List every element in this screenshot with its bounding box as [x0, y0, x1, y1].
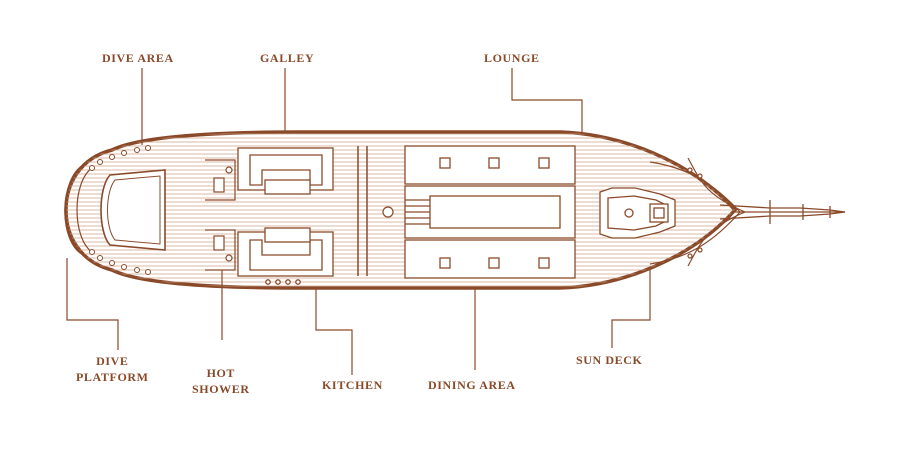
label-galley: GALLEY [260, 50, 314, 66]
label-dive-area: DIVE AREA [102, 50, 174, 66]
bowsprit [719, 200, 846, 224]
label-dive-platform: DIVE PLATFORM [76, 353, 149, 385]
stern-rail [64, 164, 85, 256]
hot-shower-lower [205, 229, 236, 271]
mast-divider [357, 146, 368, 276]
label-kitchen-text: KITCHEN [322, 378, 383, 392]
sun-deck-block [599, 187, 676, 239]
label-dive-platform-line2: PLATFORM [76, 370, 149, 384]
leader-dive-platform [66, 258, 119, 350]
label-sun-deck: SUN DECK [576, 352, 642, 368]
hot-shower-upper [205, 159, 236, 201]
mast-base [382, 206, 394, 218]
leader-kitchen [315, 288, 353, 375]
label-sun-deck-text: SUN DECK [576, 353, 643, 367]
lounge-block [404, 145, 576, 185]
stern-rail-inner [76, 167, 93, 253]
label-galley-text: GALLEY [260, 51, 315, 65]
dining-area-block [404, 239, 576, 279]
label-hot-shower-line2: SHOWER [192, 382, 250, 396]
label-kitchen: KITCHEN [322, 377, 383, 393]
label-dining-area-text: DINING AREA [428, 378, 516, 392]
dive-platform-shape-inner [107, 175, 161, 245]
galley-block [237, 147, 334, 195]
leader-lines [66, 68, 651, 375]
label-dive-area-text: DIVE AREA [102, 51, 174, 65]
dive-platform-shape [100, 169, 166, 251]
railing-dots [89, 145, 151, 275]
bow-rigging [649, 157, 746, 267]
label-lounge: LOUNGE [484, 50, 540, 66]
label-dining-area: DINING AREA [428, 377, 516, 393]
dining-table [404, 185, 576, 239]
label-lounge-text: LOUNGE [484, 51, 540, 65]
leader-lounge [511, 68, 583, 134]
kitchen-block [237, 227, 334, 285]
label-dive-platform-line1: DIVE [96, 354, 129, 368]
label-hot-shower: HOT SHOWER [192, 365, 250, 397]
leader-sun-deck [611, 270, 651, 348]
label-hot-shower-line1: HOT [206, 366, 236, 380]
